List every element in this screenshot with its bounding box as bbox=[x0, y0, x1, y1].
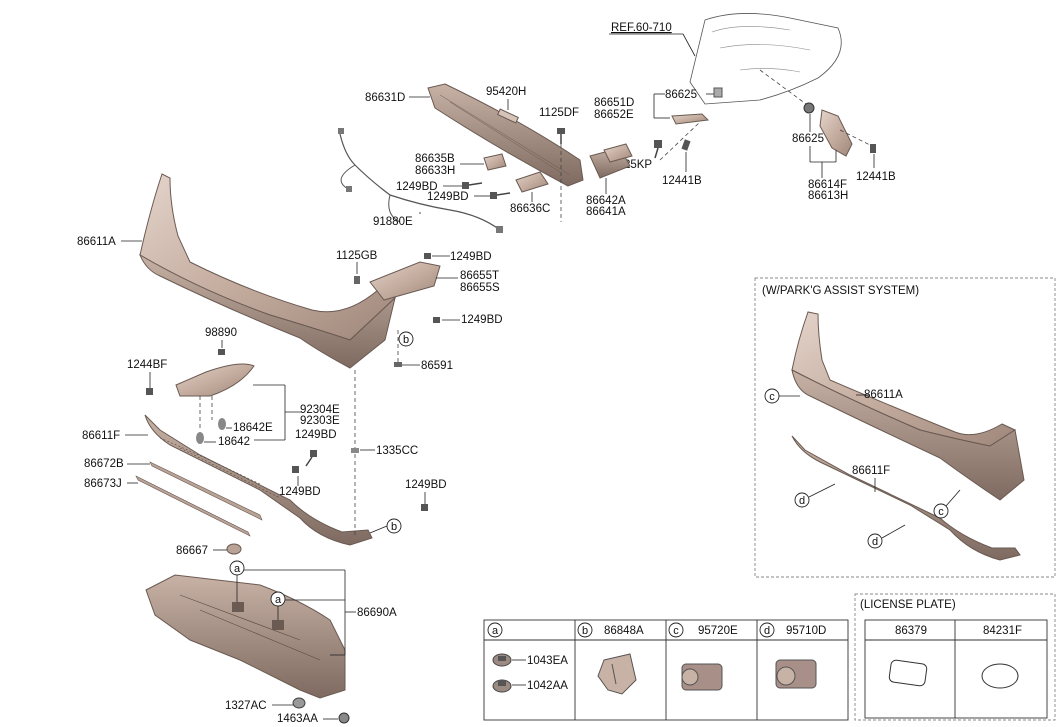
label-86651D: 86651D bbox=[594, 97, 634, 109]
callout-b-2: b bbox=[391, 521, 397, 533]
label-12441B-b: 12441B bbox=[856, 171, 896, 183]
label-86652E: 86652E bbox=[594, 109, 634, 121]
label-86672B: 86672B bbox=[84, 458, 124, 470]
bolt-1249BD-7: 1249BD b bbox=[369, 479, 447, 534]
bolt-1125DF: 1125DF bbox=[539, 107, 579, 222]
label-1125GB: 1125GB bbox=[336, 250, 378, 262]
label-12441B-a: 12441B bbox=[662, 175, 702, 187]
label-86633H: 86633H bbox=[415, 165, 455, 177]
legend-part-95710D: 95710D bbox=[786, 625, 826, 637]
label-91880E: 91880E bbox=[373, 216, 413, 228]
legend-part-1042AA: 1042AA bbox=[527, 680, 568, 692]
callout-a-1: a bbox=[234, 563, 241, 575]
label-86673J: 86673J bbox=[84, 478, 122, 490]
label-86667: 86667 bbox=[176, 545, 208, 557]
legend-letter-b: b bbox=[582, 625, 588, 637]
molding-86672B: 86672B 86673J bbox=[84, 458, 263, 537]
label-86611F: 86611F bbox=[82, 430, 120, 442]
sensor-95420H: 95420H bbox=[486, 86, 526, 124]
label-1125DF: 1125DF bbox=[539, 107, 579, 119]
label-86641A: 86641A bbox=[586, 206, 626, 218]
bracket-86651D: 86651D 86652E 86625 bbox=[594, 87, 723, 161]
bolt-1125KP: 1125KP 12441B bbox=[612, 139, 702, 187]
label-86613H: 86613H bbox=[808, 190, 848, 202]
callout-a-2: a bbox=[275, 594, 282, 606]
license-plate-title: (LICENSE PLATE) bbox=[860, 599, 956, 611]
callout-d-2: d bbox=[872, 536, 878, 548]
label-86625-b: 86625 bbox=[792, 133, 824, 145]
park-assist-title: (W/PARK'G ASSIST SYSTEM) bbox=[762, 285, 919, 297]
lower-bumper-86611F: 86611F 1335CC bbox=[82, 370, 418, 546]
label-1249BD-7: 1249BD bbox=[405, 479, 447, 491]
legend-letter-a: a bbox=[492, 625, 499, 637]
label-92304E: 92304E bbox=[300, 404, 340, 416]
label-1327AC: 1327AC bbox=[225, 700, 267, 712]
legend-table: a b 86848A c 95720E d 95710D 1043EA 1042… bbox=[483, 619, 849, 721]
under-cover-86690A: a a 86690A bbox=[145, 560, 397, 699]
bracket-86635B: 86635B 86633H bbox=[415, 153, 507, 177]
label-1244BF: 1244BF bbox=[127, 359, 167, 371]
bolt-1249BD-1: 1249BD bbox=[396, 181, 483, 193]
legend-letter-d: d bbox=[764, 625, 770, 637]
label-1249BD-2: 1249BD bbox=[427, 191, 469, 203]
callout-c-1: c bbox=[769, 391, 775, 403]
reflector-92304E: 98890 1244BF 92304E 92303E 18642E 18642 bbox=[127, 327, 340, 448]
label-92303E: 92303E bbox=[300, 415, 340, 427]
label-86614F: 86614F bbox=[808, 179, 847, 191]
label-86625-a: 86625 bbox=[665, 89, 697, 101]
fasteners-1327AC: 1327AC 1463AA bbox=[225, 697, 350, 725]
sensor-bracket-86591: 1249BD b 86591 bbox=[394, 314, 503, 372]
callout-c-2: c bbox=[938, 506, 944, 518]
bracket-86636C: 86636C bbox=[510, 171, 550, 215]
license-part-86379: 86379 bbox=[895, 625, 927, 637]
label-86690A: 86690A bbox=[357, 607, 397, 619]
callout-b-1: b bbox=[403, 334, 409, 346]
label-86655S: 86655S bbox=[460, 282, 500, 294]
bracket-86655T: 1125GB 86655T 86655S 1249BD bbox=[336, 250, 500, 301]
side-bracket-86614F: 86625 86614F 86613H 12441B bbox=[759, 69, 896, 202]
park-assist-label-86611A: 86611A bbox=[864, 389, 903, 401]
bolt-1249BD-5: 1249BD 1249BD bbox=[279, 429, 337, 498]
park-assist-panel: (W/PARK'G ASSIST SYSTEM) 86611A c 86611F… bbox=[754, 277, 1056, 578]
callout-d-1: d bbox=[799, 495, 805, 507]
rear-bumper-cover-86611A: 86611A bbox=[77, 173, 396, 369]
label-86655T: 86655T bbox=[460, 270, 499, 282]
label-1463AA: 1463AA bbox=[277, 713, 318, 725]
legend-part-95720E: 95720E bbox=[698, 625, 738, 637]
body-reference-panel: REF.60-710 bbox=[609, 13, 842, 105]
license-part-84231F: 84231F bbox=[983, 625, 1022, 637]
license-plate-panel: (LICENSE PLATE) 86379 84231F bbox=[854, 593, 1056, 721]
label-1249BD-1: 1249BD bbox=[396, 181, 438, 193]
label-86611A: 86611A bbox=[77, 236, 116, 248]
label-98890: 98890 bbox=[205, 327, 237, 339]
bolt-1249BD-2: 1249BD bbox=[427, 191, 511, 203]
label-1249BD-6: 1249BD bbox=[279, 486, 321, 498]
rear-bumper-beam-86631D: 86631D bbox=[365, 83, 584, 187]
bracket-86642A: 86642A 86641A bbox=[586, 143, 633, 218]
label-1249BD-3: 1249BD bbox=[450, 251, 492, 263]
cap-86667: 86667 bbox=[176, 543, 242, 557]
legend-part-86848A: 86848A bbox=[604, 625, 644, 637]
legend-letter-c: c bbox=[673, 625, 679, 637]
label-18642: 18642 bbox=[218, 436, 250, 448]
legend-part-1043EA: 1043EA bbox=[527, 655, 568, 667]
ref-label[interactable]: REF.60-710 bbox=[611, 22, 672, 34]
label-86636C: 86636C bbox=[510, 203, 550, 215]
park-assist-label-86611F: 86611F bbox=[852, 465, 890, 477]
label-1249BD-4: 1249BD bbox=[461, 314, 503, 326]
label-86631D: 86631D bbox=[365, 92, 405, 104]
label-18642E: 18642E bbox=[233, 422, 273, 434]
label-86591: 86591 bbox=[421, 360, 453, 372]
label-86635B: 86635B bbox=[415, 153, 455, 165]
label-1335CC: 1335CC bbox=[376, 445, 418, 457]
label-95420H: 95420H bbox=[486, 86, 526, 98]
label-1249BD-5: 1249BD bbox=[295, 429, 337, 441]
wiring-harness-91880E: 91880E bbox=[338, 128, 503, 233]
label-86642A: 86642A bbox=[586, 195, 626, 207]
